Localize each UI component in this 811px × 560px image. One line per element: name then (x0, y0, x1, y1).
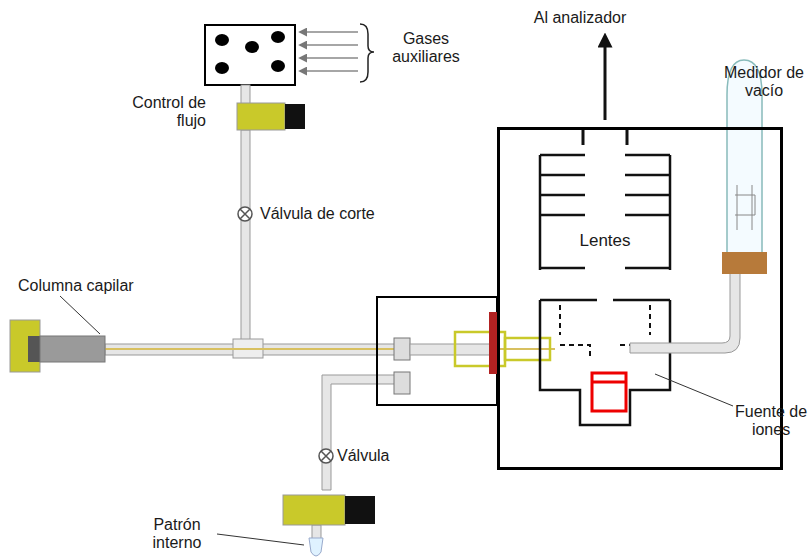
fitting (394, 332, 550, 394)
ion-beam-arrow (604, 40, 607, 120)
capillary-column (10, 320, 105, 372)
gas-ports (215, 31, 285, 74)
part-label: Válvula (337, 447, 417, 465)
gas-inlets (300, 32, 358, 71)
vacuum-gauge (630, 60, 767, 353)
leader-line (655, 374, 733, 406)
part-label: Al analizador (515, 9, 645, 27)
valve-symbol (238, 207, 333, 463)
leader-line (217, 534, 304, 545)
filament (592, 381, 626, 384)
part-label: Control de flujo (120, 94, 206, 130)
interface-box (377, 297, 497, 405)
leader-line (60, 296, 100, 334)
part-label: Gases auxiliares (376, 30, 476, 66)
standard-vial (309, 538, 323, 556)
part-name: Lentes (579, 231, 630, 250)
part-label: Medidor de vacío (719, 64, 809, 100)
part-label: Columna capilar (18, 277, 158, 295)
flange (489, 312, 497, 374)
lens-stack (540, 155, 670, 425)
part-label: Válvula de corte (260, 205, 420, 223)
part-label: Fuente de iones (733, 403, 809, 439)
gas-manifold (205, 25, 295, 85)
tubing (105, 85, 400, 539)
bracket (360, 24, 374, 82)
filament (592, 373, 626, 411)
part-label: Patrón interno (140, 516, 214, 552)
